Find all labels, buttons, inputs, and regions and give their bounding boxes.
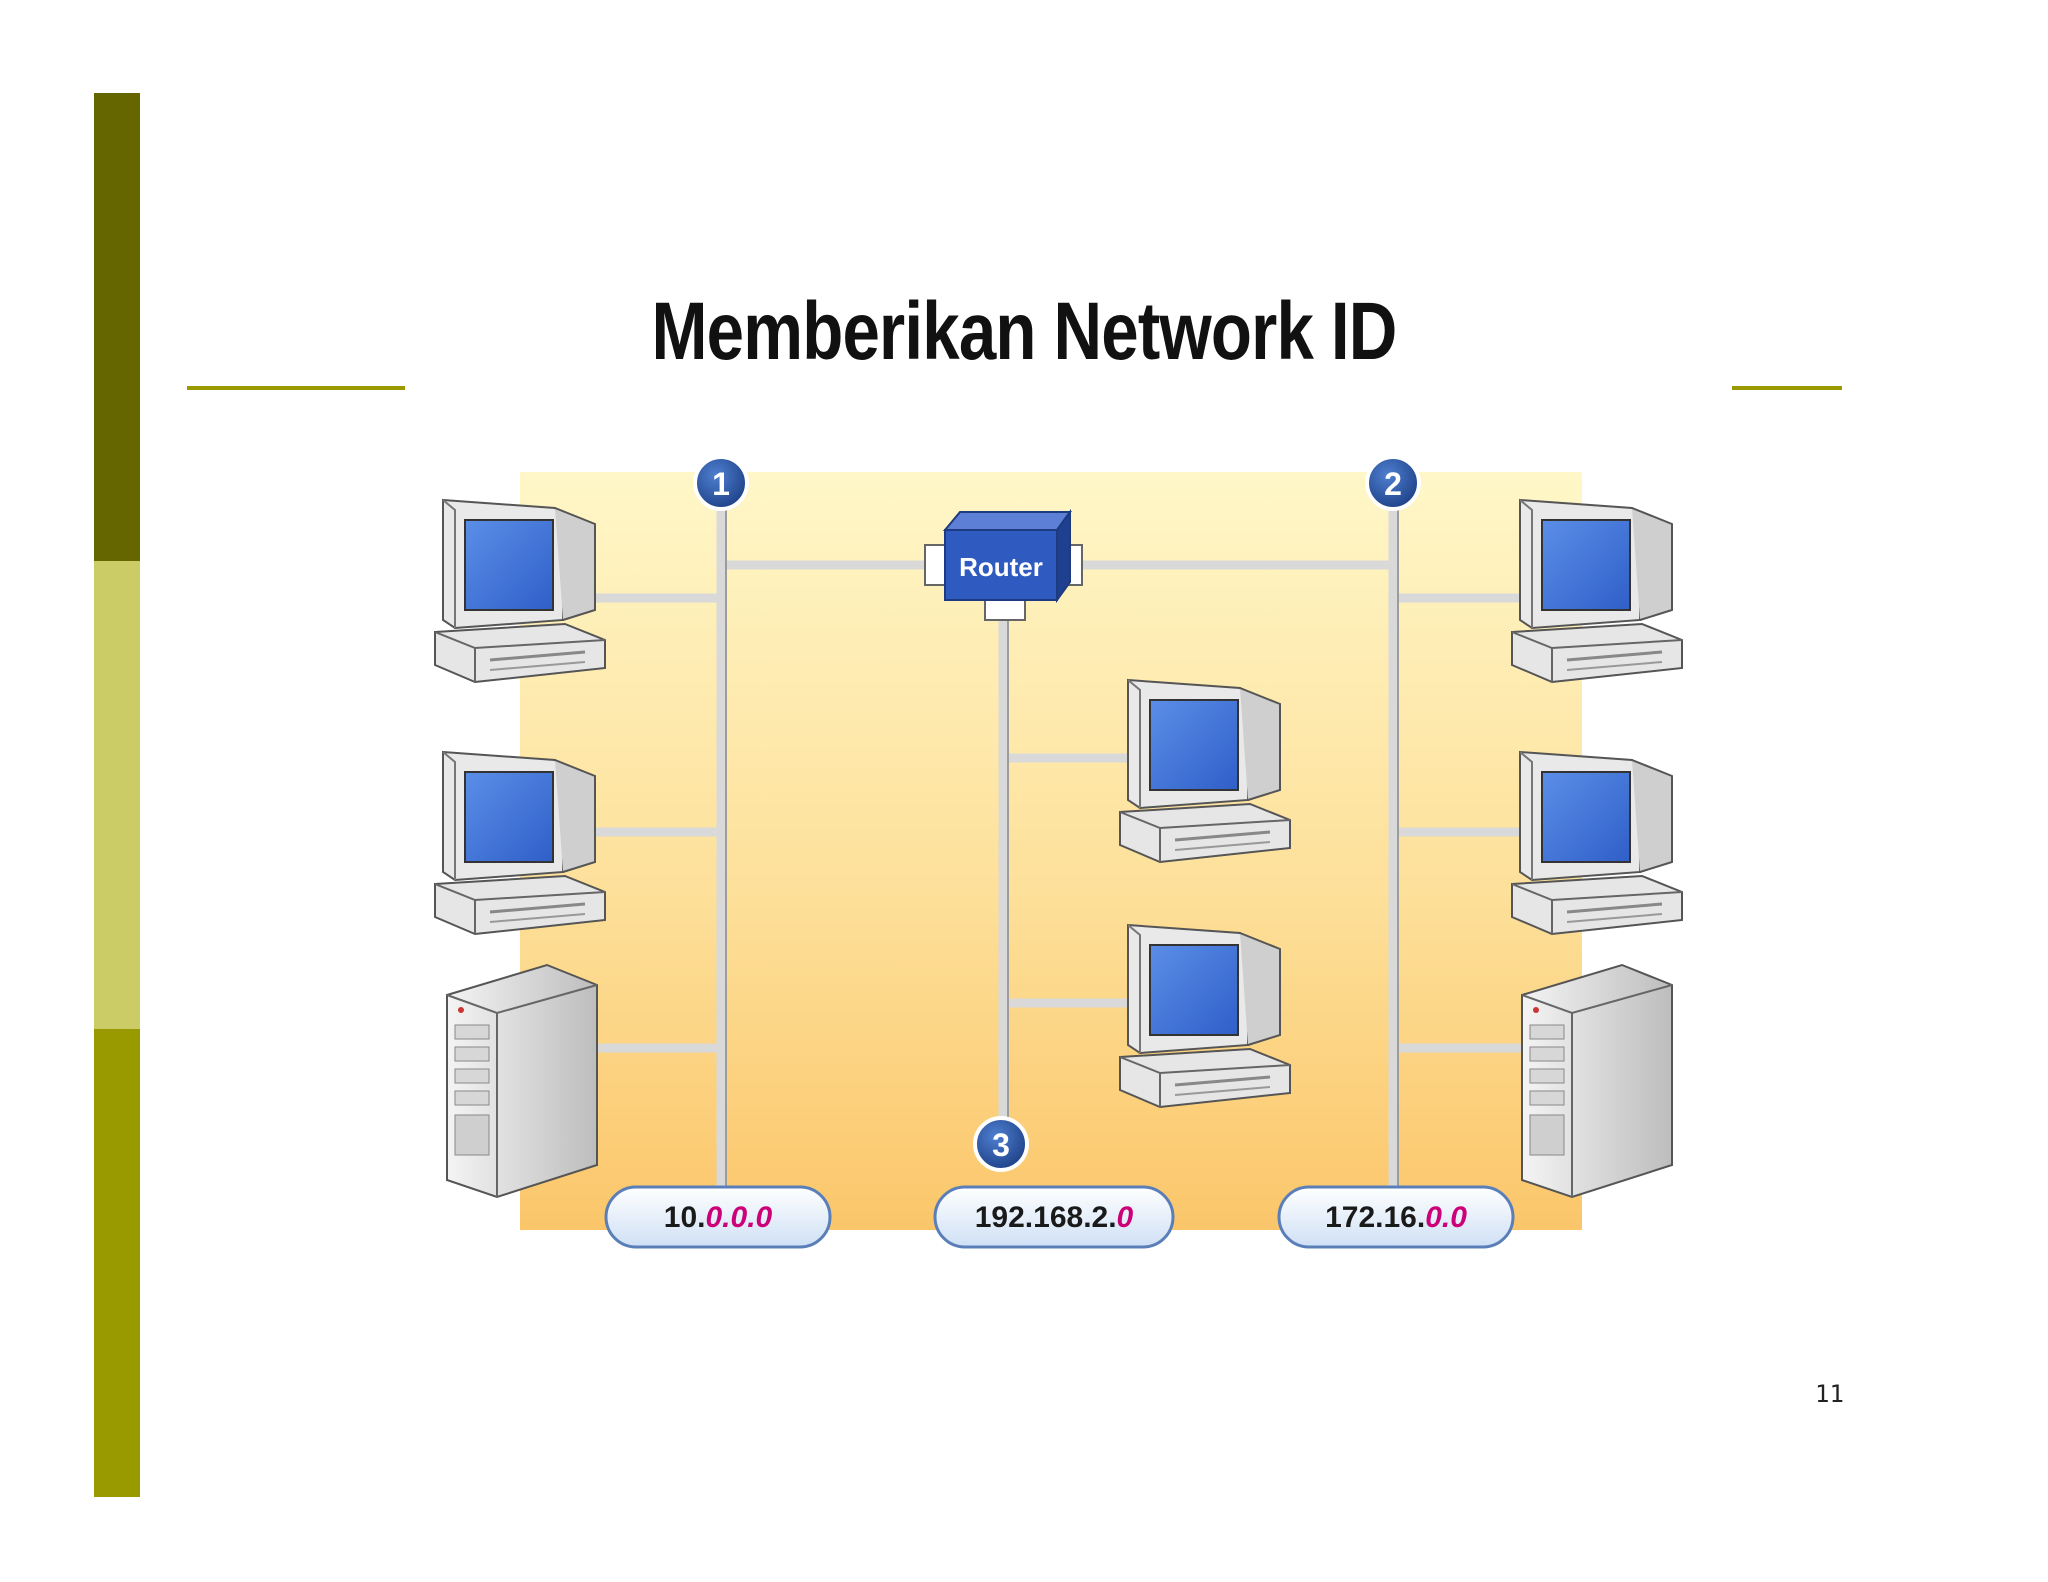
computer-icon — [1118, 678, 1292, 864]
accent-bar-middle — [94, 561, 140, 1029]
svg-text:192.168.2.0: 192.168.2.0 — [975, 1201, 1134, 1234]
computer-icon — [1510, 750, 1684, 936]
accent-bar-bottom — [94, 1029, 140, 1497]
computer-icon — [433, 750, 607, 936]
server-icon — [446, 964, 598, 1198]
marker-1: 1 — [693, 455, 749, 511]
router-label: Router — [959, 552, 1043, 582]
svg-text:10.0.0.0: 10.0.0.0 — [664, 1201, 773, 1234]
svg-text:3: 3 — [992, 1127, 1010, 1163]
computer-icon — [433, 498, 607, 684]
network-address-pill: 192.168.2.0 — [933, 1185, 1175, 1249]
accent-bar-top — [94, 93, 140, 561]
network-address-pill: 10.0.0.0 — [604, 1185, 832, 1249]
network-cables — [585, 500, 1530, 1200]
marker-3: 3 — [973, 1116, 1029, 1172]
network-address-pill: 172.16.0.0 — [1277, 1185, 1515, 1249]
page-number: 11 — [1815, 1380, 1844, 1408]
marker-2: 2 — [1365, 455, 1421, 511]
router-icon: Router — [924, 508, 1083, 621]
computer-icon — [1118, 923, 1292, 1109]
slide-title: Memberikan Network ID — [651, 286, 1397, 377]
computer-icon — [1510, 498, 1684, 684]
server-icon — [1521, 964, 1673, 1198]
title-rule-left — [187, 386, 405, 390]
svg-text:2: 2 — [1384, 466, 1402, 502]
title-rule-right — [1732, 386, 1842, 390]
svg-text:1: 1 — [712, 466, 730, 502]
svg-text:172.16.0.0: 172.16.0.0 — [1325, 1201, 1467, 1234]
